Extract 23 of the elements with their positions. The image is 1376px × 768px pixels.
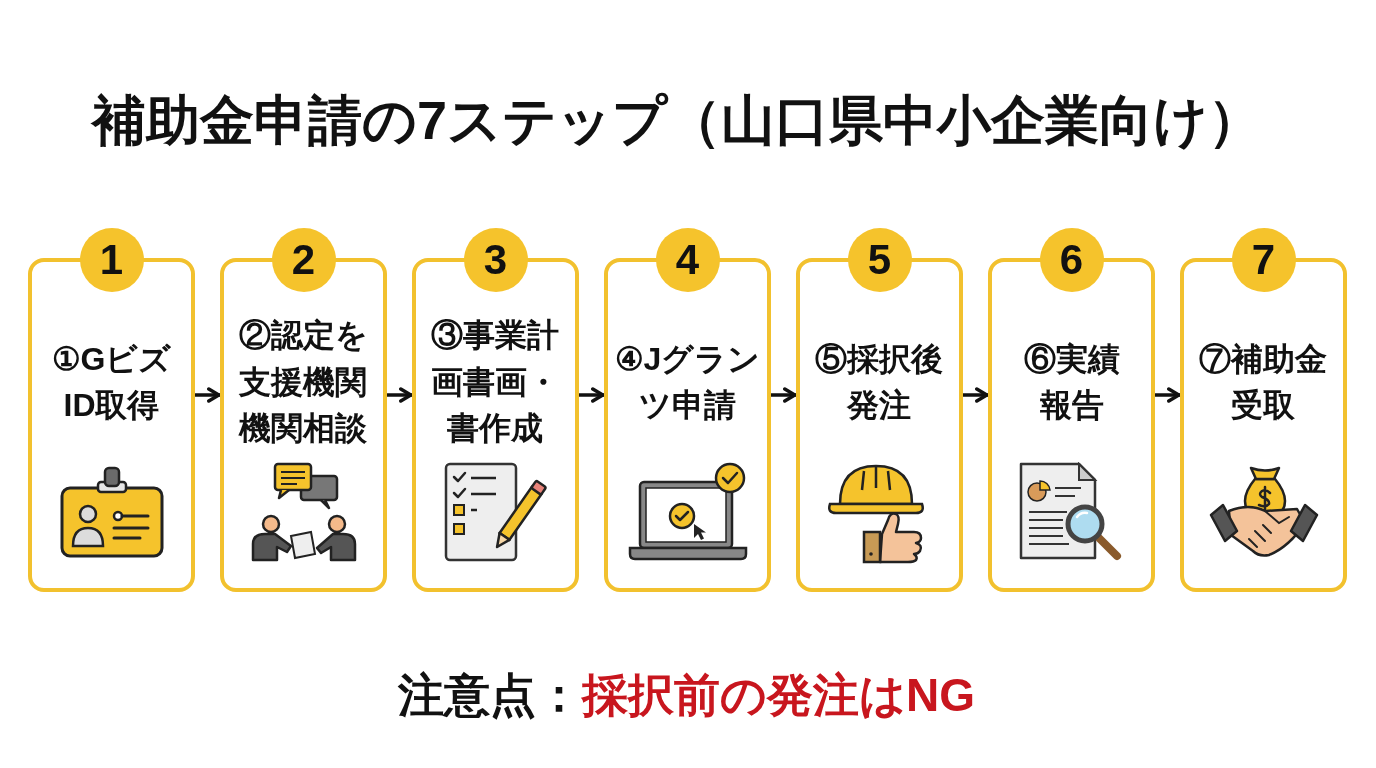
step-label: ②認定を支援機関機関相談 xyxy=(237,316,369,449)
step-label: ③事業計画書画・書作成 xyxy=(430,316,561,449)
step-number-badge: 2 xyxy=(271,228,336,292)
step-label: ①GビズID取得 xyxy=(50,339,173,425)
step-label: ④Jグランツ申請 xyxy=(613,339,762,425)
arrow xyxy=(387,387,413,403)
step-label: ⑤採択後発注 xyxy=(814,339,945,425)
arrow xyxy=(963,387,989,403)
step-number-badge: 3 xyxy=(463,228,528,292)
step-number-badge: 6 xyxy=(1039,228,1104,292)
step-label: ⑥実績報告 xyxy=(1022,339,1121,425)
warning-text: 採択前の発注はNG xyxy=(582,668,975,723)
step-label: ⑦補助金受取 xyxy=(1198,339,1329,425)
arrow xyxy=(195,387,221,403)
step-number-badge: 4 xyxy=(655,228,720,292)
step-number-badge: 5 xyxy=(847,228,912,292)
arrow xyxy=(771,387,797,403)
title: 補助金申請の7ステップ（山口県中小企業向け） xyxy=(92,89,1263,152)
step-number-badge: 7 xyxy=(1231,228,1296,292)
note-heading: 注意点： xyxy=(398,668,582,723)
step-number-badge: 1 xyxy=(79,228,144,292)
arrow xyxy=(579,387,605,403)
arrow xyxy=(1155,387,1181,403)
